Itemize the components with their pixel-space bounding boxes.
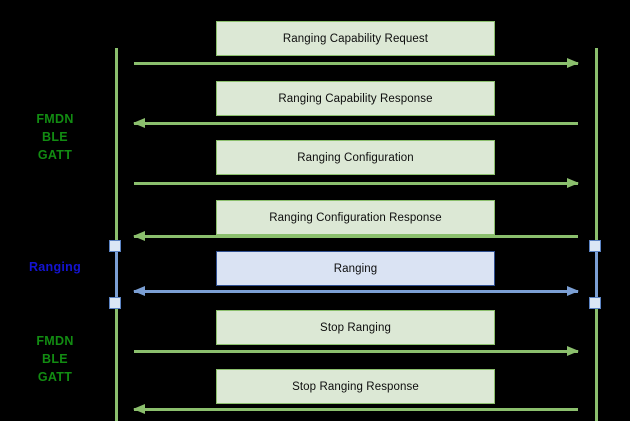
message-arrow-ranging-configuration-response — [133, 231, 578, 242]
message-arrow-ranging-bidirectional — [133, 286, 579, 297]
message-box-stop-ranging: Stop Ranging — [216, 310, 495, 345]
phase-bottom-line-3: GATT — [37, 370, 73, 384]
phase-top-line-1: FMDN — [36, 112, 74, 126]
activation-left-bottom — [109, 297, 121, 309]
message-arrow-ranging-capability-request — [134, 58, 579, 69]
phase-bottom-line-1: FMDN — [36, 334, 74, 348]
phase-middle-line-1: Ranging — [28, 260, 82, 274]
arrow-shaft — [134, 408, 578, 411]
message-box-ranging-configuration-response: Ranging Configuration Response — [216, 200, 495, 235]
arrowhead-left-icon — [133, 286, 145, 296]
arrow-shaft — [134, 235, 578, 238]
arrowhead-right-icon — [567, 178, 579, 188]
phase-top-line-2: BLE — [42, 130, 68, 144]
message-label-ranging-configuration: Ranging Configuration — [297, 151, 414, 164]
message-label-ranging-capability-response: Ranging Capability Response — [278, 92, 433, 105]
right-lifeline-ranging-segment — [595, 246, 598, 303]
message-arrow-ranging-configuration — [134, 178, 579, 189]
activation-right-top — [589, 240, 601, 252]
left-lifeline-upper — [115, 48, 118, 246]
message-label-ranging-capability-request: Ranging Capability Request — [282, 32, 429, 45]
message-arrow-stop-ranging — [134, 346, 579, 357]
message-box-ranging-capability-response: Ranging Capability Response — [216, 81, 495, 116]
arrow-shaft — [134, 122, 578, 125]
activation-left-top — [109, 240, 121, 252]
arrowhead-left-icon — [133, 118, 145, 128]
right-lifeline-lower — [595, 303, 598, 421]
phase-top-line-3: GATT — [37, 148, 73, 162]
message-box-ranging-capability-request: Ranging Capability Request — [216, 21, 495, 56]
message-label-stop-ranging: Stop Ranging — [320, 321, 391, 334]
message-box-stop-ranging-response: Stop Ranging Response — [216, 369, 495, 404]
message-label-ranging-configuration-response: Ranging Configuration Response — [269, 211, 442, 224]
activation-right-bottom — [589, 297, 601, 309]
message-arrow-ranging-capability-response — [133, 118, 578, 129]
arrowhead-left-icon — [133, 231, 145, 241]
message-box-ranging: Ranging — [216, 251, 495, 286]
message-label-ranging: Ranging — [333, 262, 378, 275]
left-lifeline-lower — [115, 303, 118, 421]
message-box-ranging-configuration: Ranging Configuration — [216, 140, 495, 175]
arrowhead-right-icon — [567, 346, 579, 356]
message-label-stop-ranging-response: Stop Ranging Response — [292, 380, 419, 393]
left-lifeline-ranging-segment — [115, 246, 118, 303]
arrow-shaft — [134, 350, 578, 353]
arrow-shaft — [134, 182, 578, 185]
arrow-shaft — [134, 62, 578, 65]
phase-label-fmdn-ble-gatt-bottom: FMDN BLE GATT — [0, 332, 110, 386]
arrowhead-right-icon — [567, 286, 579, 296]
arrow-shaft — [134, 290, 578, 293]
arrowhead-left-icon — [133, 404, 145, 414]
phase-label-ranging: Ranging — [0, 258, 110, 276]
message-arrow-stop-ranging-response — [133, 404, 578, 415]
phase-label-fmdn-ble-gatt-top: FMDN BLE GATT — [0, 110, 110, 164]
right-lifeline-upper — [595, 48, 598, 246]
phase-bottom-line-2: BLE — [42, 352, 68, 366]
arrowhead-right-icon — [567, 58, 579, 68]
